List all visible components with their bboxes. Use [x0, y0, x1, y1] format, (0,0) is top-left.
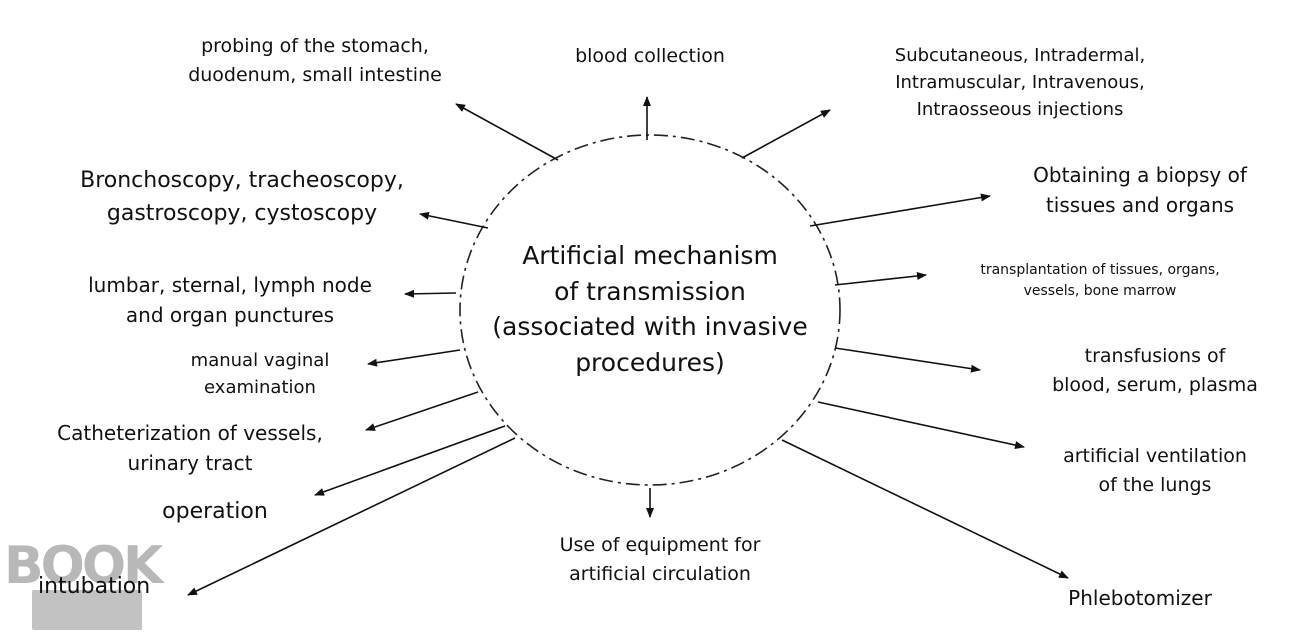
arrow-injections: [741, 109, 831, 159]
arrow-transfusions: [834, 347, 981, 373]
label-punctures: lumbar, sternal, lymph node and organ pu…: [88, 273, 372, 327]
label-transfusions: transfusions of blood, serum, plasma: [1052, 345, 1258, 396]
label-bronchoscopy: Bronchoscopy, tracheoscopy, gastroscopy,…: [80, 168, 404, 226]
label-catheterization: Catheterization of vessels, urinary trac…: [57, 421, 323, 475]
arrow-probing: [455, 103, 559, 161]
label-blood-collection: blood collection: [575, 45, 725, 67]
label-injections: Subcutaneous, Intradermal, Intramuscular…: [894, 45, 1146, 120]
center-circle: [459, 134, 841, 486]
label-vaginal: manual vaginal examination: [190, 350, 330, 398]
arrow-intubation: [187, 437, 516, 596]
arrow-phlebotomizer: [781, 439, 1069, 579]
arrow-bronchoscopy: [419, 211, 489, 229]
arrow-catheterization: [365, 391, 479, 431]
label-transplantation: transplantation of tissues, organs, vess…: [980, 262, 1220, 299]
label-equipment: Use of equipment for artificial circulat…: [559, 534, 761, 585]
label-biopsy: Obtaining a biopsy of tissues and organs: [1033, 163, 1247, 217]
arrow-operation: [314, 425, 506, 496]
label-phlebotomizer: Phlebotomizer: [1068, 586, 1212, 610]
label-operation: operation: [162, 499, 268, 524]
label-probing: probing of the stomach, duodenum, small …: [188, 35, 442, 86]
watermark-logo-block: [32, 590, 142, 630]
center-label: Artificial mechanism of transmission (as…: [492, 241, 808, 377]
arrow-biopsy: [809, 193, 991, 227]
arrow-punctures: [404, 289, 457, 298]
arrow-vaginal: [367, 349, 461, 367]
label-intubation: intubation: [38, 574, 151, 599]
label-ventilation: artificial ventilation of the lungs: [1063, 445, 1247, 496]
arrow-ventilation: [817, 401, 1025, 449]
arrow-transplantation: [834, 272, 927, 286]
watermark-logo: BOOK: [4, 536, 163, 596]
